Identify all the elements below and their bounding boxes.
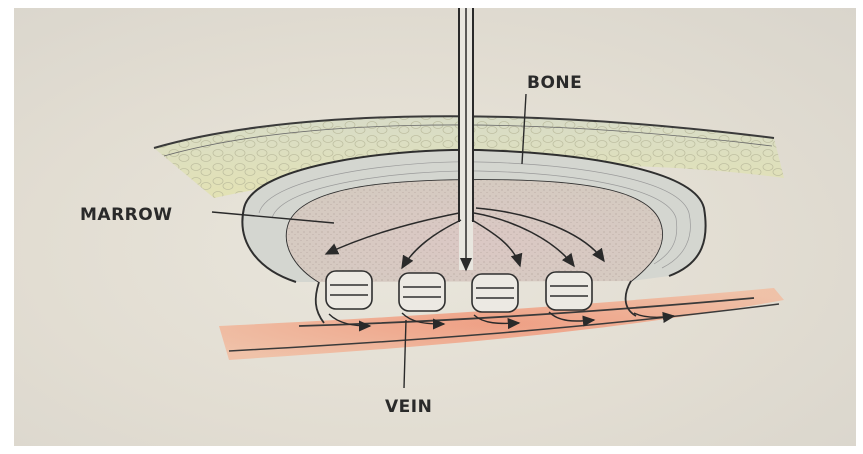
- intraosseous-diagram: BONE MARROW VEIN: [14, 8, 856, 446]
- channel-1: [326, 271, 372, 309]
- bone-label: BONE: [527, 73, 582, 93]
- marrow-label: MARROW: [80, 205, 172, 225]
- channel-2: [399, 273, 445, 311]
- needle: [459, 8, 473, 270]
- left-channel-wall: [316, 282, 324, 323]
- channel-3: [472, 274, 518, 312]
- marrow-stipple: [287, 180, 662, 282]
- channel-4: [546, 272, 592, 310]
- vein-label: VEIN: [385, 397, 432, 417]
- illustration-panel: BONE MARROW VEIN: [14, 8, 856, 446]
